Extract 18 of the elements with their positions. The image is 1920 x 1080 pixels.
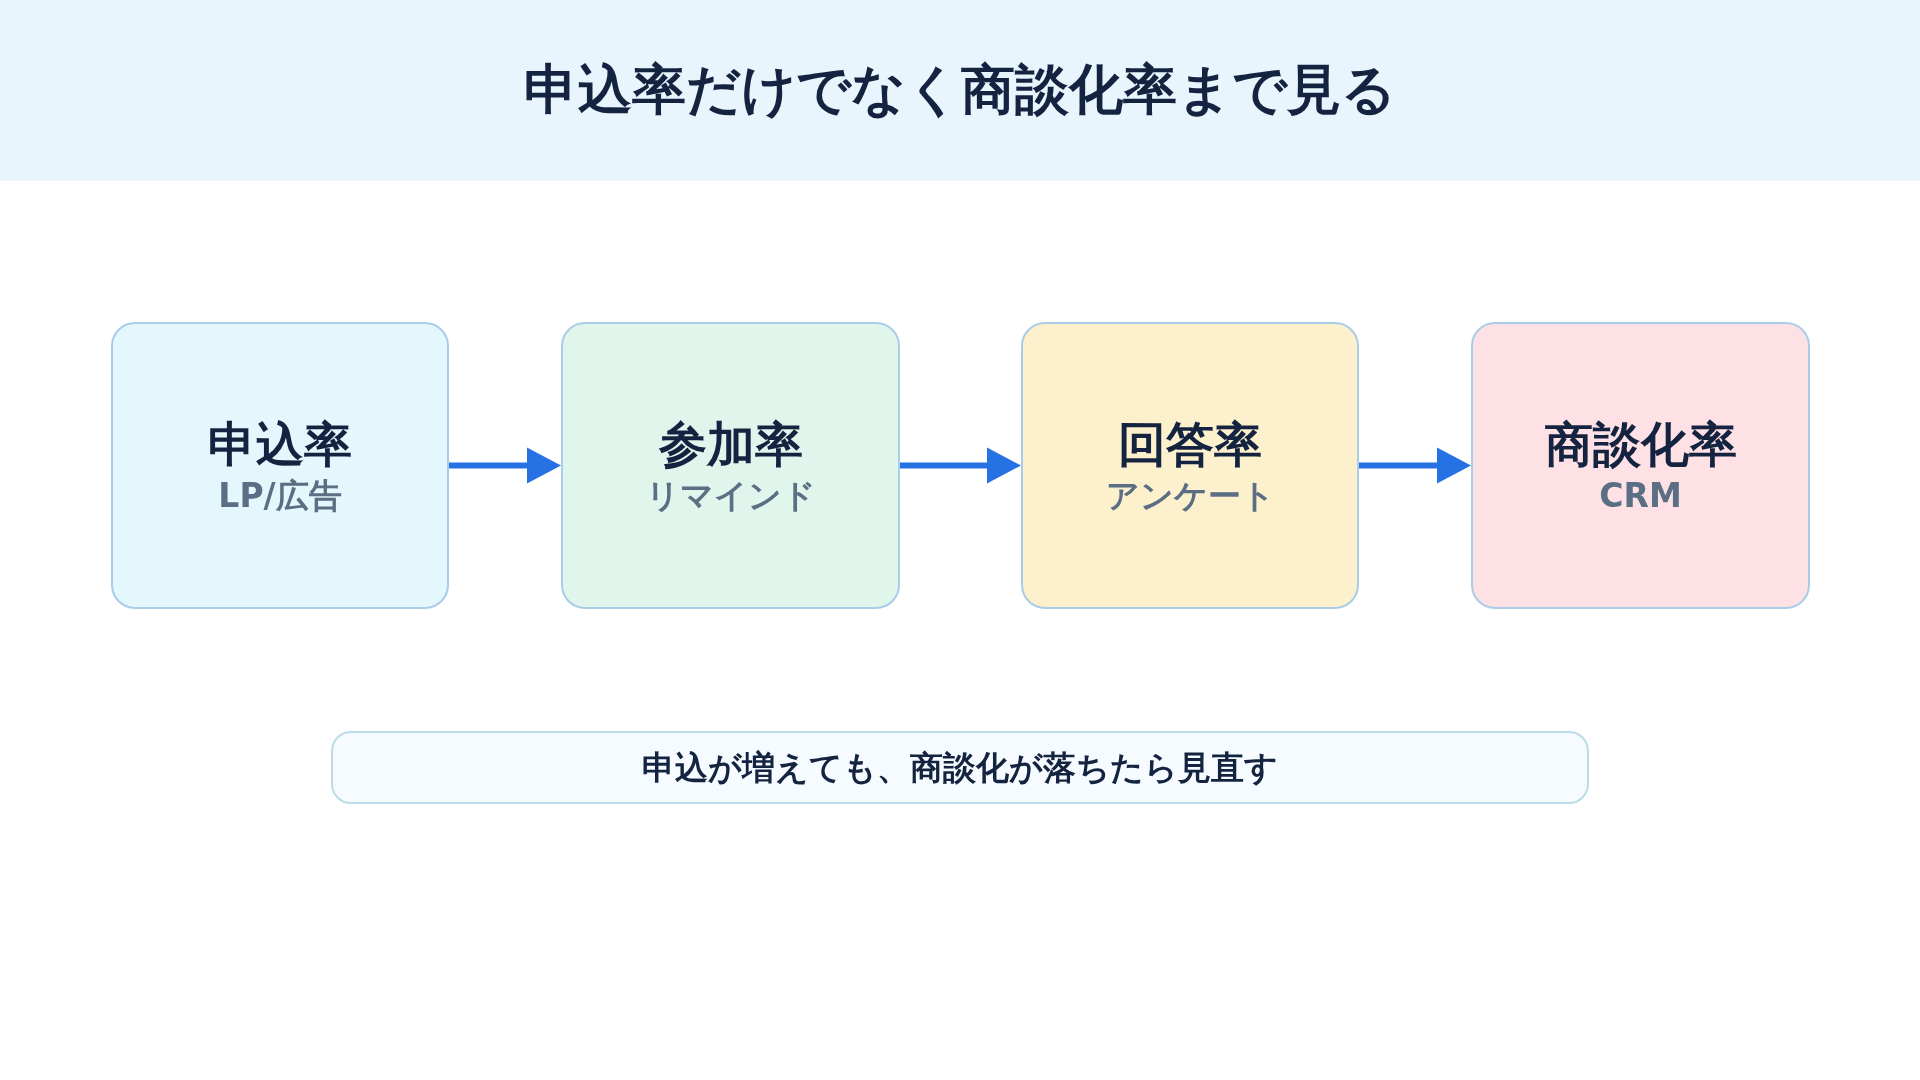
process-box: [111, 322, 449, 609]
source-label: CRM: [1599, 475, 1682, 516]
process-box: [1471, 322, 1810, 609]
note-text: 申込が増えても、商談化が落ちたら見直す: [642, 747, 1278, 788]
source-label: LP/広告: [218, 475, 342, 516]
arrow: [449, 447, 561, 484]
title: 申込率だけでなく商談化率まで見る: [524, 58, 1396, 123]
note-box: [331, 731, 1589, 804]
arrow: [1359, 447, 1471, 484]
arrow: [900, 447, 1021, 484]
source-label: アンケート: [1105, 475, 1275, 516]
metric-label: 参加率: [658, 415, 803, 474]
metric-label: 申込率: [208, 415, 352, 474]
process-box: [1021, 322, 1359, 609]
metric-label: 商談化率: [1544, 415, 1737, 474]
process-box: [561, 322, 900, 609]
source-label: リマインド: [645, 475, 816, 516]
metric-label: 回答率: [1118, 415, 1262, 474]
